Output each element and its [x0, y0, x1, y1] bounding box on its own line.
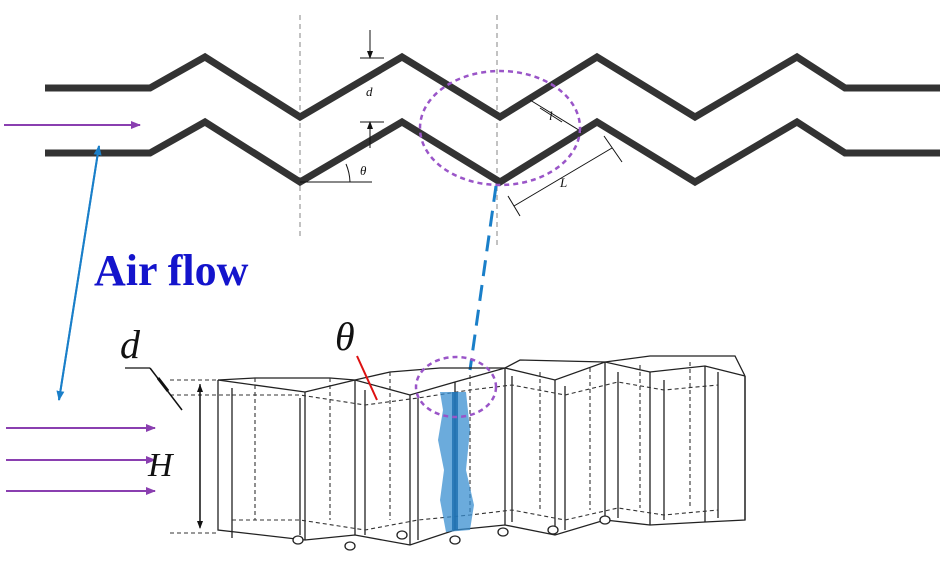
dimension-d-bottom: d: [120, 322, 183, 411]
label-theta-top: θ: [360, 163, 367, 178]
upper-corrugated-plate: [45, 52, 940, 122]
double-arrow-icon: [56, 145, 102, 401]
highlight-circle-bottom: [414, 355, 498, 419]
water-film-edge: [452, 392, 458, 530]
theta-pointer-line: [356, 355, 378, 401]
label-L-top: L: [559, 175, 567, 190]
label-theta-bottom: θ: [335, 314, 355, 359]
diagram-title: Air flow: [94, 246, 249, 295]
lower-corrugated-plate: [45, 117, 940, 187]
packing-3d-view: [217, 355, 746, 546]
highlight-circle-top: [418, 69, 582, 187]
dimension-L-top: L: [507, 135, 623, 217]
label-l-top: l: [549, 108, 553, 123]
label-d-top: d: [366, 84, 373, 99]
dimension-l-top: l: [529, 99, 583, 133]
dimension-H: H: [147, 384, 203, 529]
hidden-lines: [170, 362, 719, 534]
dimension-d-top: d: [360, 30, 384, 148]
angle-theta-top: θ: [300, 163, 372, 183]
label-H: H: [147, 447, 175, 484]
drain-holes: [292, 515, 611, 551]
link-dashed-line: [468, 185, 498, 371]
label-d-bottom: d: [120, 322, 141, 367]
top-view: d θ l L: [45, 15, 940, 245]
